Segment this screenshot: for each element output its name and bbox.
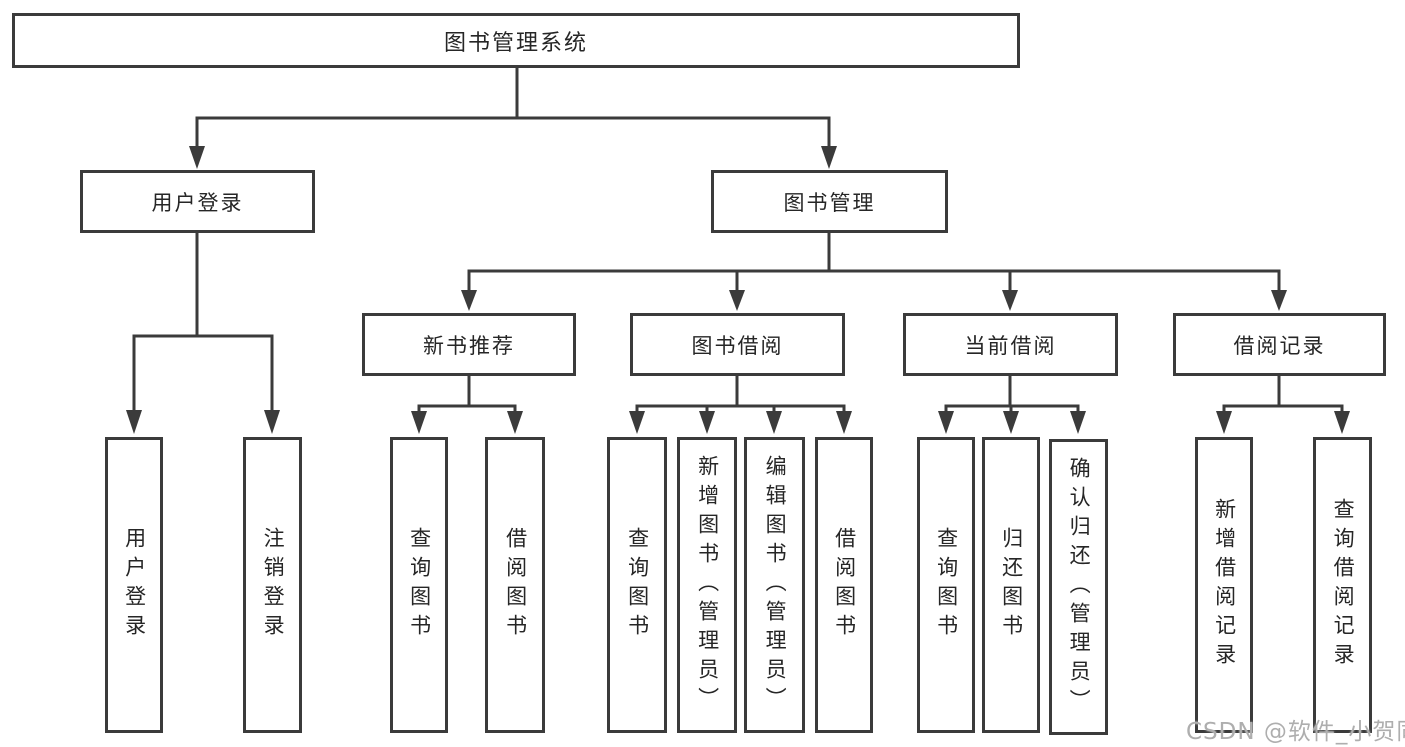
node-new-book-recommendation: 新书推荐 bbox=[362, 313, 576, 376]
node-book-management-label: 图书管理 bbox=[783, 190, 876, 215]
leaf-add-borrow-record: 新增借阅记录 bbox=[1195, 437, 1253, 733]
node-current-borrowing-label: 当前借阅 bbox=[964, 333, 1057, 358]
node-user-login-label: 用户登录 bbox=[151, 190, 244, 215]
leaf-borrow-books-recommend-label: 借阅图书 bbox=[503, 527, 528, 643]
leaf-add-books-admin-label: 新增图书（管理员） bbox=[695, 454, 720, 716]
node-library-system-label: 图书管理系统 bbox=[443, 30, 588, 56]
leaf-query-books-recommend: 查询图书 bbox=[390, 437, 448, 733]
node-current-borrowing: 当前借阅 bbox=[903, 313, 1118, 376]
leaf-query-borrow-record: 查询借阅记录 bbox=[1313, 437, 1372, 733]
leaf-query-books-current: 查询图书 bbox=[917, 437, 975, 733]
leaf-user-login: 用户登录 bbox=[105, 437, 163, 733]
node-user-login: 用户登录 bbox=[80, 170, 315, 233]
node-book-borrowing: 图书借阅 bbox=[630, 313, 845, 376]
leaf-confirm-return-admin-label: 确认归还（管理员） bbox=[1067, 456, 1092, 718]
leaf-borrow-books-recommend: 借阅图书 bbox=[485, 437, 545, 733]
leaf-query-books-borrowing-label: 查询图书 bbox=[625, 527, 650, 643]
node-book-borrowing-label: 图书借阅 bbox=[691, 333, 784, 358]
leaf-add-borrow-record-label: 新增借阅记录 bbox=[1212, 498, 1237, 672]
node-book-management: 图书管理 bbox=[711, 170, 948, 233]
leaf-query-books-borrowing: 查询图书 bbox=[607, 437, 667, 733]
leaf-user-login-label: 用户登录 bbox=[122, 527, 147, 643]
leaf-borrow-books-borrowing: 借阅图书 bbox=[815, 437, 873, 733]
node-borrowing-records: 借阅记录 bbox=[1173, 313, 1386, 376]
node-library-system: 图书管理系统 bbox=[12, 13, 1020, 68]
leaf-add-books-admin: 新增图书（管理员） bbox=[677, 437, 737, 733]
leaf-logout-label: 注销登录 bbox=[261, 527, 286, 643]
leaf-query-books-current-label: 查询图书 bbox=[934, 527, 959, 643]
node-new-book-recommendation-label: 新书推荐 bbox=[423, 333, 515, 358]
leaf-return-books-label: 归还图书 bbox=[999, 527, 1024, 643]
leaf-query-borrow-record-label: 查询借阅记录 bbox=[1331, 498, 1356, 672]
leaf-query-books-recommend-label: 查询图书 bbox=[407, 527, 432, 643]
leaf-edit-books-admin-label: 编辑图书（管理员） bbox=[763, 454, 788, 716]
leaf-borrow-books-borrowing-label: 借阅图书 bbox=[832, 527, 857, 643]
watermark-text: CSDN @软件_小贺同学 bbox=[1186, 719, 1405, 745]
leaf-return-books: 归还图书 bbox=[982, 437, 1040, 733]
node-borrowing-records-label: 借阅记录 bbox=[1233, 333, 1326, 358]
leaf-logout: 注销登录 bbox=[243, 437, 302, 733]
leaf-edit-books-admin: 编辑图书（管理员） bbox=[744, 437, 805, 733]
leaf-confirm-return-admin: 确认归还（管理员） bbox=[1049, 439, 1108, 735]
